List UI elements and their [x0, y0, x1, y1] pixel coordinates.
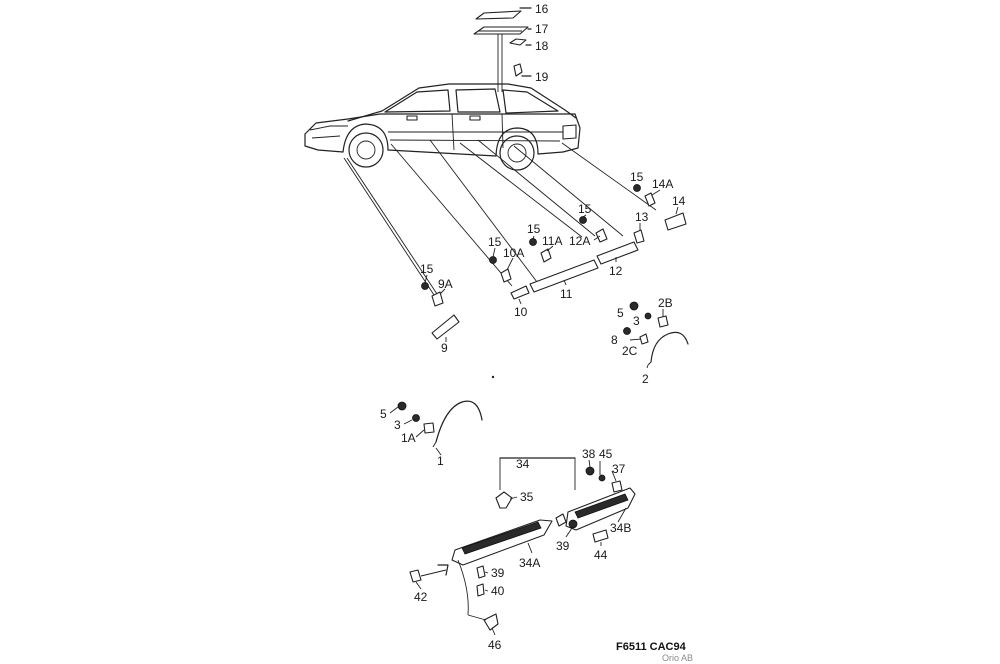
- callout-5-right: 5: [617, 306, 624, 320]
- callout-15-12a: 15: [578, 202, 592, 216]
- callout-35: 35: [520, 490, 534, 504]
- callout-40: 40: [491, 584, 505, 598]
- callout-1: 1: [437, 454, 444, 468]
- callout-9: 9: [441, 341, 448, 355]
- callout-38: 38: [582, 447, 596, 461]
- callout-1a: 1A: [401, 431, 416, 445]
- publisher-credit: Orio AB: [662, 653, 693, 663]
- part-18-nut: [509, 38, 527, 46]
- callout-13: 13: [635, 210, 649, 224]
- callout-15-10a: 15: [488, 235, 502, 249]
- callout-34b: 34B: [610, 521, 631, 535]
- side-mouldings: [421, 184, 687, 340]
- callout-9a: 9A: [438, 277, 453, 291]
- part-19-clip: [513, 63, 523, 77]
- callout-3-left: 3: [394, 418, 401, 432]
- roof-parts-group: [473, 7, 532, 92]
- sill-panels: [409, 457, 636, 631]
- callout-11: 11: [560, 287, 573, 301]
- callout-44: 44: [594, 548, 608, 562]
- callout-45: 45: [599, 447, 613, 461]
- callout-19: 19: [535, 70, 549, 84]
- callout-12a: 12A: [569, 234, 590, 248]
- callout-10a: 10A: [503, 246, 524, 260]
- callout-15-rear: 15: [630, 170, 644, 184]
- callout-18: 18: [535, 39, 549, 53]
- callout-12: 12: [609, 264, 623, 278]
- car-body: [304, 83, 581, 171]
- callout-34a: 34A: [519, 556, 540, 570]
- figure-reference-code: F6511 CAC94: [616, 641, 687, 653]
- callout-42: 42: [414, 590, 428, 604]
- part-17-gasket: [473, 26, 529, 35]
- callout-2b: 2B: [658, 296, 673, 310]
- callout-3-right: 3: [633, 314, 640, 328]
- callout-46: 46: [488, 638, 502, 652]
- callout-2c: 2C: [622, 344, 638, 358]
- callout-10: 10: [514, 305, 528, 319]
- callout-2: 2: [642, 372, 649, 386]
- callout-leaders: [389, 184, 679, 636]
- callout-15-9a: 15: [420, 262, 434, 276]
- callout-5-left: 5: [380, 407, 387, 421]
- callout-37: 37: [612, 462, 626, 476]
- leader-lines: [343, 139, 657, 301]
- callout-39-lower: 39: [491, 566, 505, 580]
- part-16-plate: [475, 10, 522, 20]
- callout-8: 8: [611, 333, 618, 347]
- callout-15-11a: 15: [527, 222, 541, 236]
- callout-labels: 16 17 18 19 15 14A 14 13 15 12A 15 11A 1…: [380, 2, 686, 652]
- callout-14a: 14A: [652, 177, 673, 191]
- callout-17: 17: [535, 22, 549, 36]
- callout-11a: 11A: [542, 234, 562, 248]
- wheel-arch-1: [397, 400, 483, 448]
- wheel-arch-2: [623, 301, 689, 366]
- callout-16: 16: [535, 2, 549, 16]
- callout-14: 14: [672, 194, 686, 208]
- callout-39-upper: 39: [556, 539, 570, 553]
- callout-34: 34: [516, 457, 530, 471]
